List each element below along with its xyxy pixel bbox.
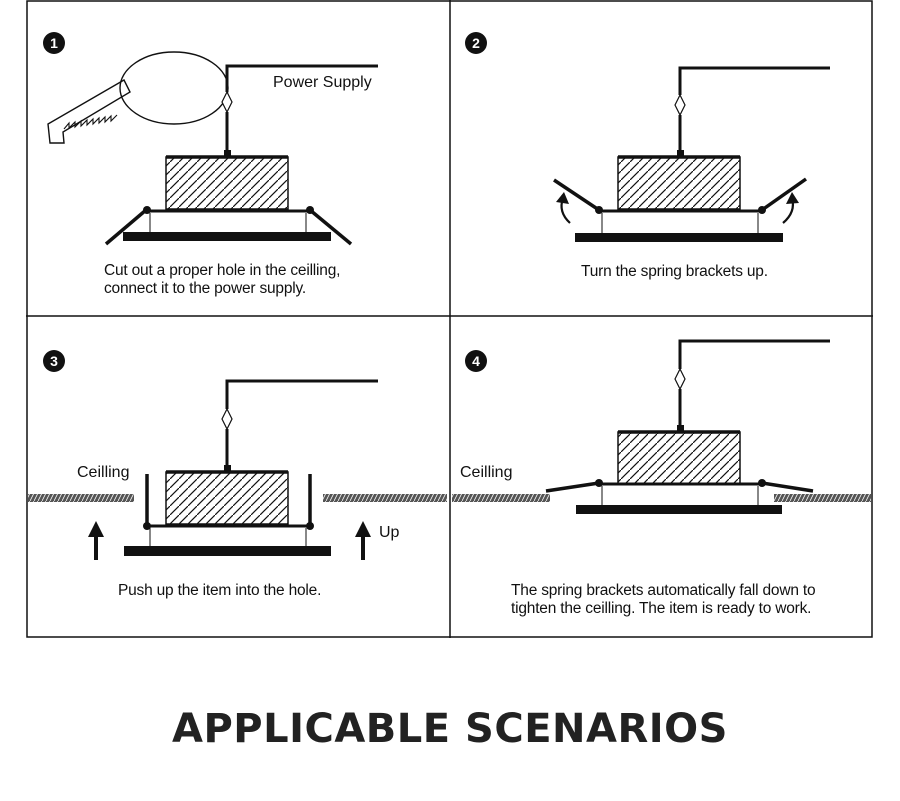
spring-right xyxy=(308,208,353,246)
step-caption: The spring brackets automatically fall d… xyxy=(511,582,816,618)
step-badge: 2 xyxy=(465,32,487,54)
spring-left xyxy=(545,481,600,493)
lamp-trim xyxy=(575,233,783,242)
up-arrow-right-icon xyxy=(355,521,371,560)
up-arrow-left-icon xyxy=(88,521,104,560)
ceiling-right xyxy=(774,494,871,502)
section-title: APPLICABLE SCENARIOS xyxy=(172,706,728,752)
spring-left xyxy=(553,178,600,212)
ceiling-left xyxy=(28,494,134,502)
saw-circle xyxy=(119,51,229,125)
caption-line: The spring brackets automatically fall d… xyxy=(511,582,816,599)
lamp-body xyxy=(617,156,741,210)
lamp-body xyxy=(617,431,741,485)
step-4-illustration xyxy=(452,339,871,514)
saw-icon xyxy=(47,79,131,144)
step-caption: Turn the spring brackets up. xyxy=(581,263,768,280)
step-caption: Cut out a proper hole in the ceilling, c… xyxy=(104,262,340,298)
step-4-panel: 4 Ceilling The spring brackets automatic… xyxy=(450,317,873,635)
power-wire xyxy=(674,339,830,432)
step-3-panel: 3 Ceilling Up Push up the item into the … xyxy=(26,317,449,635)
instruction-grid: 1 Power Supply Cut out a proper hole in … xyxy=(26,0,873,638)
up-label: Up xyxy=(379,524,400,541)
step-badge: 3 xyxy=(43,350,65,372)
step-1-illustration xyxy=(47,51,378,246)
step-2-panel: 2 Turn the spring brackets up. xyxy=(450,0,873,318)
caption-line: Cut out a proper hole in the ceilling, xyxy=(104,262,341,279)
step-2-illustration xyxy=(553,66,830,242)
lamp-body xyxy=(165,156,289,210)
ceiling-right xyxy=(323,494,447,502)
ceiling-label: Ceilling xyxy=(77,464,130,481)
curved-arrow-left-icon xyxy=(556,192,571,224)
curved-arrow-right-icon xyxy=(782,192,799,224)
spring-right xyxy=(760,177,808,212)
power-supply-label: Power Supply xyxy=(273,74,372,91)
lamp-trim xyxy=(124,546,331,556)
power-wire xyxy=(674,66,830,157)
step-badge: 1 xyxy=(43,32,65,54)
step-badge: 4 xyxy=(465,350,487,372)
grid-lines xyxy=(26,0,873,638)
power-wire xyxy=(221,379,378,472)
step-3-illustration xyxy=(28,379,447,560)
caption-line: tighten the ceilling. The item is ready … xyxy=(511,600,812,617)
power-wire xyxy=(221,64,378,157)
ceiling-left xyxy=(452,494,550,502)
lamp-body xyxy=(165,471,289,525)
step-1-panel: 1 Power Supply Cut out a proper hole in … xyxy=(26,0,449,318)
spring-right xyxy=(761,481,814,493)
lamp-trim xyxy=(576,505,782,514)
spring-left xyxy=(104,208,148,246)
step-caption: Push up the item into the hole. xyxy=(118,582,322,599)
ceiling-label: Ceilling xyxy=(460,464,513,481)
lamp-trim xyxy=(123,232,331,241)
caption-line: connect it to the power supply. xyxy=(104,280,307,297)
